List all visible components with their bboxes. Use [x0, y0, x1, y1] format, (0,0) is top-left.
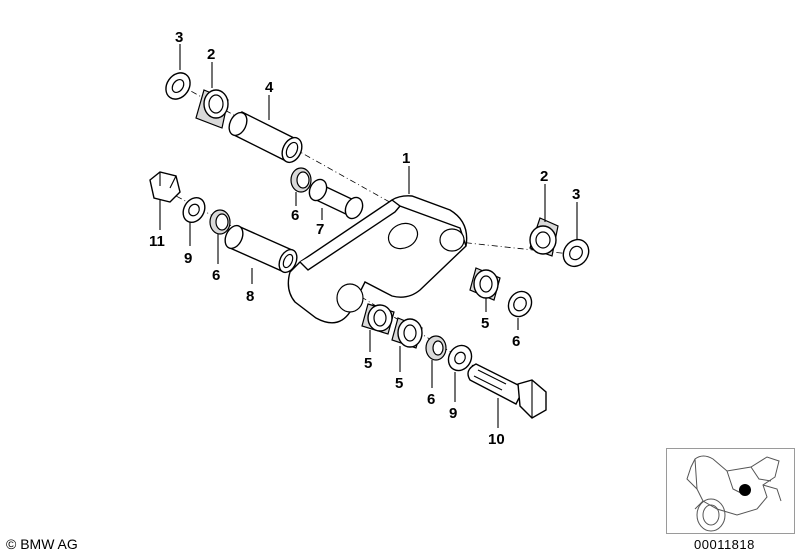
callout-9-left: 9 — [184, 250, 192, 267]
callout-3-right: 3 — [572, 186, 580, 203]
callout-7: 7 — [316, 221, 324, 238]
callout-2-left: 2 — [207, 46, 215, 63]
callout-5-middle: 5 — [395, 375, 403, 392]
seal-6-lower — [425, 335, 447, 361]
callout-2-right: 2 — [540, 168, 548, 185]
washer-3-left — [165, 72, 191, 100]
seal-6-right — [507, 290, 533, 318]
image-number: 00011818 — [694, 537, 755, 552]
leader-lines — [159, 44, 578, 428]
callout-10: 10 — [488, 431, 505, 448]
washer-9-lower — [447, 344, 473, 372]
sleeve-8 — [224, 224, 298, 274]
bearing-2-left — [195, 89, 229, 129]
bearing-5-left — [361, 303, 395, 335]
bearing-5-middle — [391, 317, 423, 349]
locator-dot — [739, 484, 751, 496]
sleeve-4 — [228, 111, 303, 164]
washer-9-left — [182, 196, 206, 224]
washer-3-right — [562, 238, 590, 268]
callout-4: 4 — [265, 79, 274, 96]
callout-11: 11 — [149, 233, 165, 250]
copyright-label: © BMW AG — [6, 536, 78, 552]
callout-3-left: 3 — [175, 29, 183, 46]
callout-5-right: 5 — [481, 315, 489, 332]
callout-6-right: 6 — [512, 333, 520, 350]
bearing-2-right — [529, 217, 559, 257]
seal-6-upper — [290, 167, 312, 193]
callout-9-lower: 9 — [449, 405, 457, 422]
callout-6-left: 6 — [212, 267, 220, 284]
callout-6-lower: 6 — [427, 391, 435, 408]
rocker-link — [287, 195, 468, 324]
nut-11 — [149, 171, 181, 203]
callout-6-upper: 6 — [291, 207, 299, 224]
motorcycle-icon — [686, 455, 782, 532]
callout-5-left: 5 — [364, 355, 372, 372]
bearing-5-right — [469, 267, 501, 301]
callout-8: 8 — [246, 288, 254, 305]
sleeve-7 — [308, 178, 364, 220]
callout-1: 1 — [402, 150, 410, 167]
bolt-10 — [467, 363, 547, 419]
seal-6-left — [209, 209, 231, 235]
locator-thumbnail — [666, 448, 795, 534]
